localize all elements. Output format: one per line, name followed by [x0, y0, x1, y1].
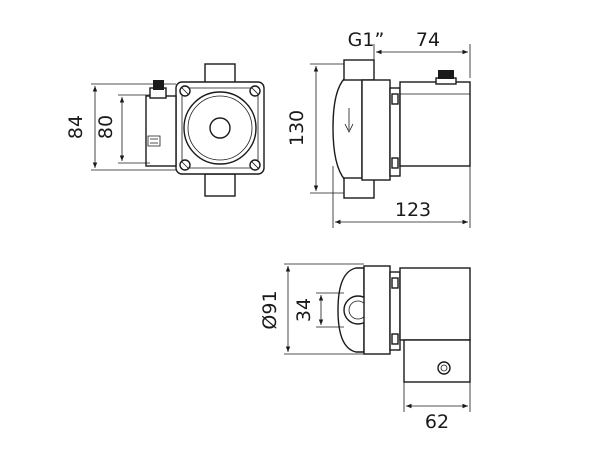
side-top-thread — [343, 59, 375, 81]
dim-label-84: 84 — [65, 115, 87, 139]
dim-74: 74 — [373, 29, 471, 78]
dim-label-d91: Ø91 — [259, 290, 281, 329]
dim-label-62: 62 — [425, 411, 449, 433]
thread-label-g1: G1” — [348, 29, 385, 51]
side-motor — [399, 81, 471, 167]
dim-label-123: 123 — [395, 199, 431, 221]
bottom-flange — [363, 265, 391, 355]
front-cable-gland — [153, 80, 164, 90]
side-flange — [361, 79, 391, 181]
dim-label-34: 34 — [293, 298, 315, 322]
dim-label-74: 74 — [416, 29, 440, 51]
dim-label-130: 130 — [286, 110, 308, 146]
dim-62: 62 — [403, 382, 471, 433]
front-center-plug — [209, 117, 231, 139]
bottom-view: Ø91 34 62 — [259, 263, 471, 433]
dim-91: Ø91 — [259, 263, 364, 355]
bottom-motor — [399, 267, 471, 341]
front-view: 84 80 — [65, 63, 265, 197]
bottom-cable-gland — [437, 361, 451, 375]
side-cable-gland — [438, 70, 454, 79]
dim-84: 84 — [65, 83, 176, 171]
dim-34: 34 — [293, 292, 344, 328]
front-bottom-port — [204, 173, 236, 197]
front-top-port — [204, 63, 236, 85]
front-screws — [179, 85, 261, 171]
dim-80: 80 — [95, 94, 150, 164]
side-bottom-thread — [343, 177, 375, 199]
dim-123: 123 — [332, 166, 471, 228]
front-terminal-box — [145, 95, 177, 167]
bottom-terminal-box — [403, 339, 471, 383]
side-view: 74 G1” 130 123 — [286, 29, 471, 228]
dim-130: 130 — [286, 63, 344, 194]
dim-label-80: 80 — [95, 115, 117, 139]
